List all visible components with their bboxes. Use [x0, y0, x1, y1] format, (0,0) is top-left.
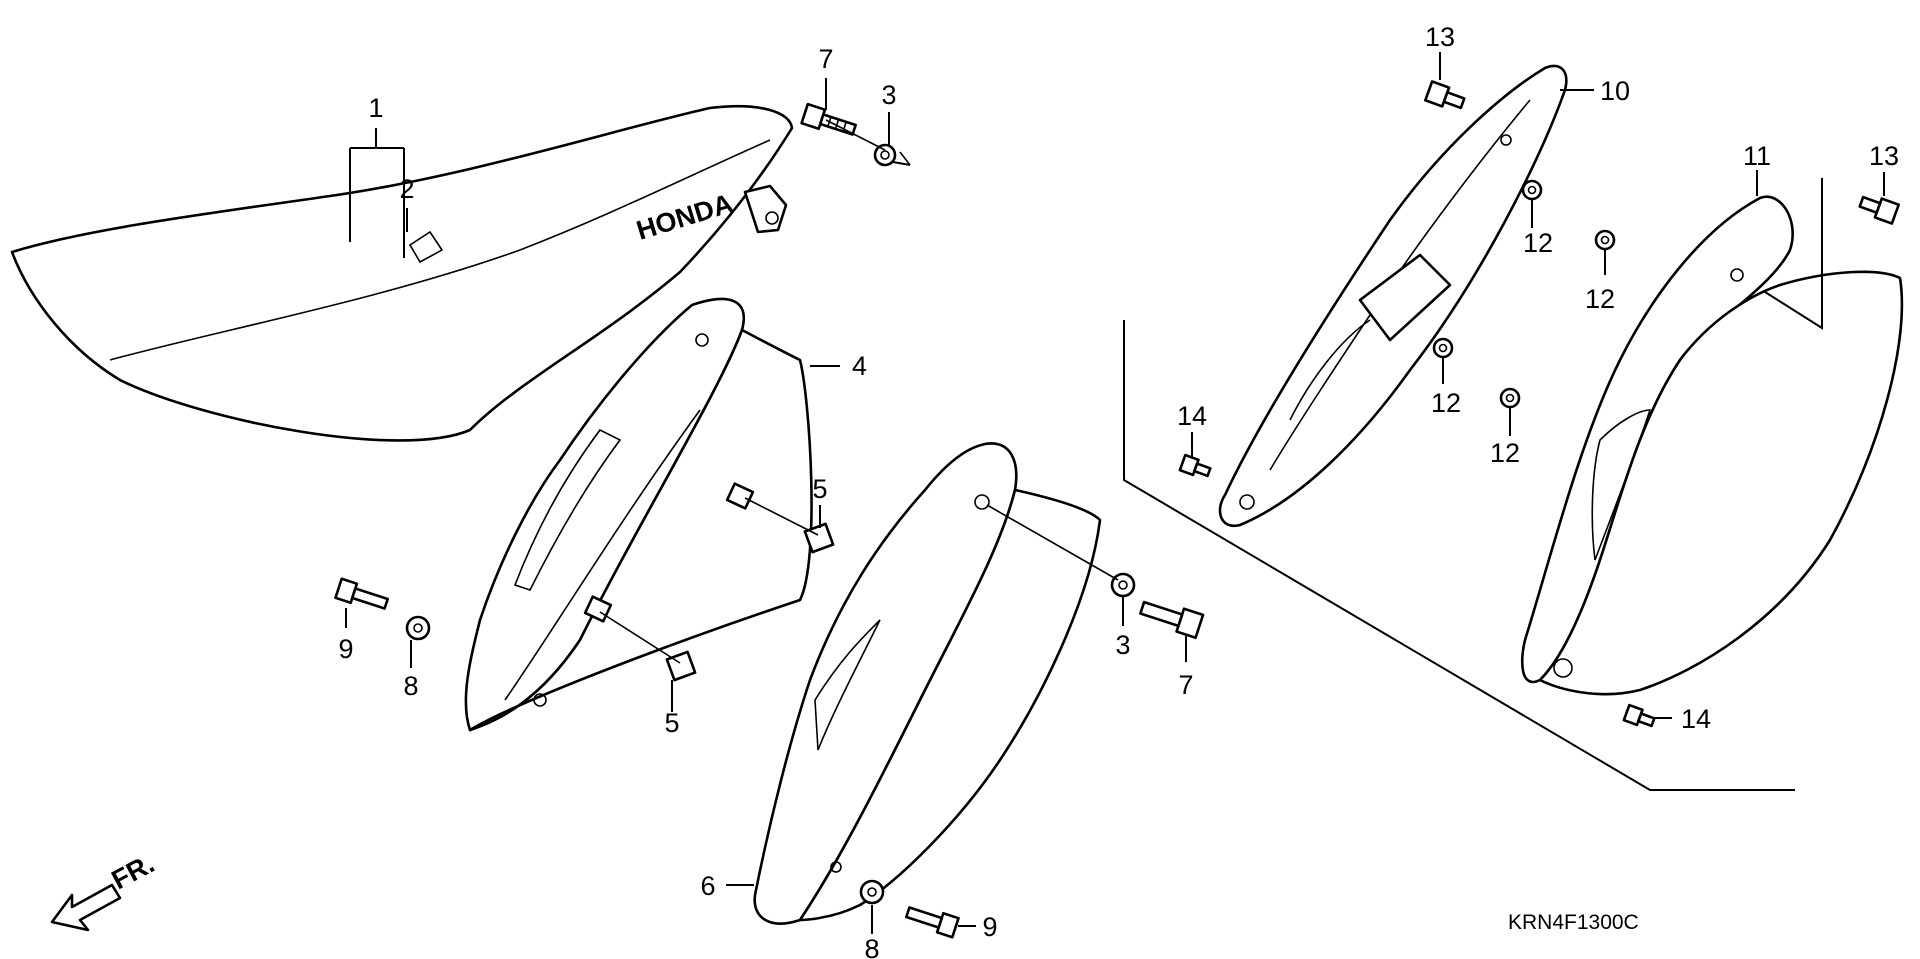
callout-labels: 1 2 7 3 4 5 5 9 8 3 7 6 8 9 13 10 11 13 … — [338, 22, 1899, 959]
diagram-code: KRN4F1300C — [1508, 911, 1639, 934]
callout-7-right: 7 — [1178, 670, 1193, 700]
callout-4: 4 — [852, 351, 867, 381]
bolt-7-right — [1139, 600, 1205, 640]
leader-lines — [345, 52, 1885, 934]
nut-12-d — [1499, 387, 1521, 409]
nut-12-c — [1432, 337, 1454, 359]
callout-5-top: 5 — [812, 474, 827, 504]
callout-6: 6 — [700, 871, 715, 901]
bolt-9-left — [334, 577, 389, 610]
callout-13-right: 13 — [1869, 141, 1899, 171]
callout-12-d: 12 — [1490, 438, 1520, 468]
callout-14-left: 14 — [1177, 401, 1207, 431]
group-boundary — [1123, 178, 1823, 791]
inner-cover-bracket — [1218, 64, 1568, 528]
collar-3-right — [1110, 572, 1136, 598]
seat: HONDA — [10, 104, 794, 442]
callout-9-left: 9 — [338, 634, 353, 664]
callout-3-top: 3 — [881, 80, 896, 110]
front-direction-arrow: FR. — [50, 848, 159, 932]
callout-11: 11 — [1743, 141, 1771, 171]
callout-8-bottom: 8 — [864, 934, 879, 959]
callout-10: 10 — [1600, 76, 1630, 106]
nut-12-a — [1521, 179, 1543, 201]
callout-2: 2 — [399, 174, 414, 204]
callout-12-c: 12 — [1431, 388, 1461, 418]
callout-8-left: 8 — [403, 671, 418, 701]
collar-3-top — [873, 143, 897, 167]
bolt-14-left — [1178, 453, 1212, 478]
bolt-9-bottom — [905, 906, 960, 939]
callout-5-bottom: 5 — [664, 708, 679, 738]
callout-12-a: 12 — [1523, 228, 1553, 258]
callout-3-right: 3 — [1115, 630, 1130, 660]
bolt-13-right — [1858, 195, 1900, 225]
collar-8-bottom — [859, 879, 885, 905]
callout-13-top: 13 — [1425, 22, 1455, 52]
nut-12-b — [1594, 229, 1616, 251]
collar-8-left — [405, 615, 431, 641]
callout-14-right: 14 — [1681, 704, 1711, 734]
callout-7-top: 7 — [818, 44, 833, 74]
side-number-plate — [1520, 195, 1904, 696]
callout-1: 1 — [368, 93, 383, 123]
bolt-13-top — [1424, 80, 1466, 110]
bolt-14-right — [1622, 703, 1656, 728]
bolt-7-top — [800, 102, 857, 136]
right-side-cover — [753, 442, 1102, 925]
callout-9-bottom: 9 — [982, 912, 997, 942]
left-side-cover — [464, 297, 813, 732]
callout-12-b: 12 — [1585, 284, 1615, 314]
